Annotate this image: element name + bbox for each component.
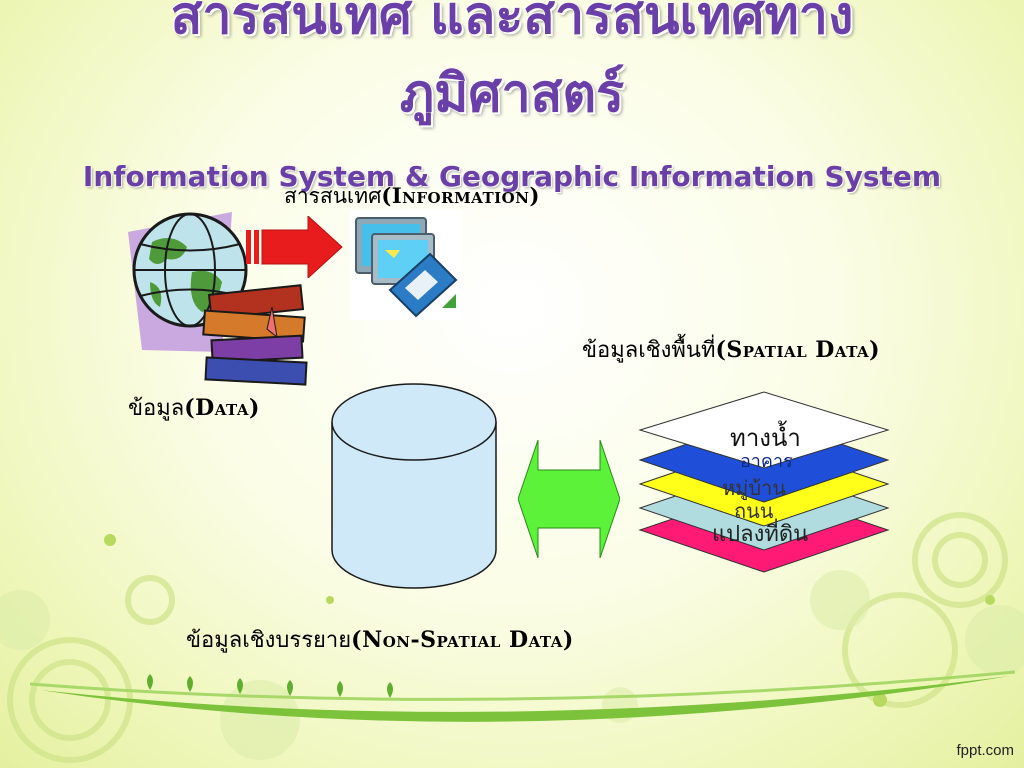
non-spatial-data-label-text: ข้อมูลเชิงบรรยาย(Non-Spatial Data)	[186, 627, 574, 653]
layer-label-road: ถนน	[734, 499, 774, 523]
information-label: สารสนเทศ(Information)	[284, 180, 540, 213]
layer-label-village: หมู่บ้าน	[722, 476, 786, 500]
database-cylinder-icon	[331, 383, 497, 589]
title-line-1: สารสนเทศ และสารสนเทศทาง	[170, 0, 854, 46]
information-label-text: สารสนเทศ(Information)	[284, 183, 540, 208]
double-arrow-icon	[518, 440, 620, 558]
data-label-text: ข้อมูล(Data)	[128, 395, 260, 421]
computer-floppy-icon	[350, 210, 462, 320]
globe-books-icon	[128, 212, 308, 386]
layer-label-building: อาคาร	[740, 451, 793, 472]
layer-label-waterway: ทางน้ำ	[730, 424, 801, 452]
subtitle: Information System & Geographic Informat…	[82, 160, 942, 193]
watermark-text: fppt.com	[956, 742, 1014, 759]
non-spatial-data-label: ข้อมูลเชิงบรรยาย(Non-Spatial Data)	[186, 622, 574, 657]
layer-stack	[638, 391, 890, 573]
spatial-data-label: ข้อมูลเชิงพื้นที่(Spatial Data)	[582, 332, 880, 367]
layer-waterway	[638, 391, 890, 469]
title-line-2: ภูมิศาสตร์	[399, 64, 625, 124]
spatial-data-label-text: ข้อมูลเชิงพื้นที่(Spatial Data)	[582, 337, 881, 363]
red-arrow-icon	[246, 216, 343, 278]
layer-label-landparcel: แปลงที่ดิน	[712, 522, 809, 547]
data-label: ข้อมูล(Data)	[128, 390, 260, 425]
